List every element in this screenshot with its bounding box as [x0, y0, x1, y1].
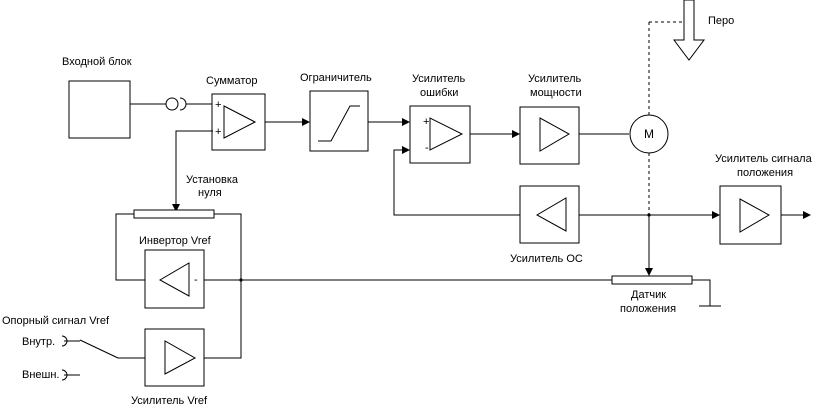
arrow-to-position-amp [712, 211, 720, 219]
arrow-to-error-minus [402, 146, 410, 154]
junction-fb [647, 213, 651, 217]
zero-set-label-1: Установка [186, 174, 239, 186]
arrow-to-error-amp [402, 118, 410, 126]
position-amp-label-2: положения [737, 167, 793, 179]
inverter-block [144, 249, 205, 309]
feedback-amp-label: Усилитель ОС [510, 253, 583, 265]
error-amp-minus: - [425, 142, 429, 154]
power-amp-label-2: мощности [530, 87, 582, 99]
error-amp-label-2: ошибки [420, 87, 458, 99]
external-label: Внешн. [22, 369, 60, 381]
wire-fb-to-error-minus [393, 149, 520, 216]
position-amp-label-1: Усилитель сигнала [715, 153, 813, 165]
summator-block [211, 93, 266, 151]
vref-amp-block [144, 328, 205, 387]
motor-label: M [644, 127, 654, 141]
input-block-label: Входной блок [62, 56, 132, 68]
position-sensor-label-1: Датчик [631, 289, 666, 301]
input-block [68, 80, 131, 139]
pen-label: Перо [708, 15, 734, 27]
internal-label: Внутр. [22, 336, 55, 348]
wire-sensor-ground [692, 279, 711, 306]
inverter-label: Инвертор Vref [139, 235, 212, 247]
summator-plus2: + [215, 126, 221, 138]
power-amp-label-1: Усилитель [528, 73, 582, 85]
arrow-zero-wiper [172, 204, 180, 212]
wire-pot-left [115, 213, 145, 281]
input-connector [165, 97, 187, 111]
vref-amp-label: Усилитель Vref [131, 395, 208, 407]
arrow-to-power-amp [512, 130, 520, 138]
wire-zero-to-summator [175, 130, 213, 206]
error-amp-plus: + [423, 116, 429, 128]
error-amp-block [409, 105, 471, 164]
limiter-label: Ограничитель [300, 72, 372, 84]
summator-plus1: + [215, 99, 221, 111]
power-amp-block [519, 106, 580, 165]
feedback-amp-block [519, 185, 580, 244]
arrow-to-limiter [302, 118, 310, 126]
position-amp-block [719, 185, 782, 245]
error-amp-label-1: Усилитель [412, 73, 466, 85]
wire-vrefamp-out [204, 280, 242, 359]
switch-lever [79, 339, 119, 359]
position-sensor-label-2: положения [620, 303, 676, 315]
pen-arrow-icon [673, 0, 705, 61]
zero-potentiometer [133, 209, 215, 219]
ref-signal-label: Опорный сигнал Vref [2, 315, 110, 327]
limiter-block [309, 90, 369, 152]
arrow-position-out [803, 211, 811, 219]
inverter-minus: - [194, 274, 198, 286]
arrow-to-sensor [645, 268, 653, 276]
position-sensor [611, 275, 693, 285]
zero-set-label-2: нуля [198, 187, 222, 199]
wire-pot-right [214, 213, 242, 280]
summator-label: Сумматор [206, 75, 257, 87]
